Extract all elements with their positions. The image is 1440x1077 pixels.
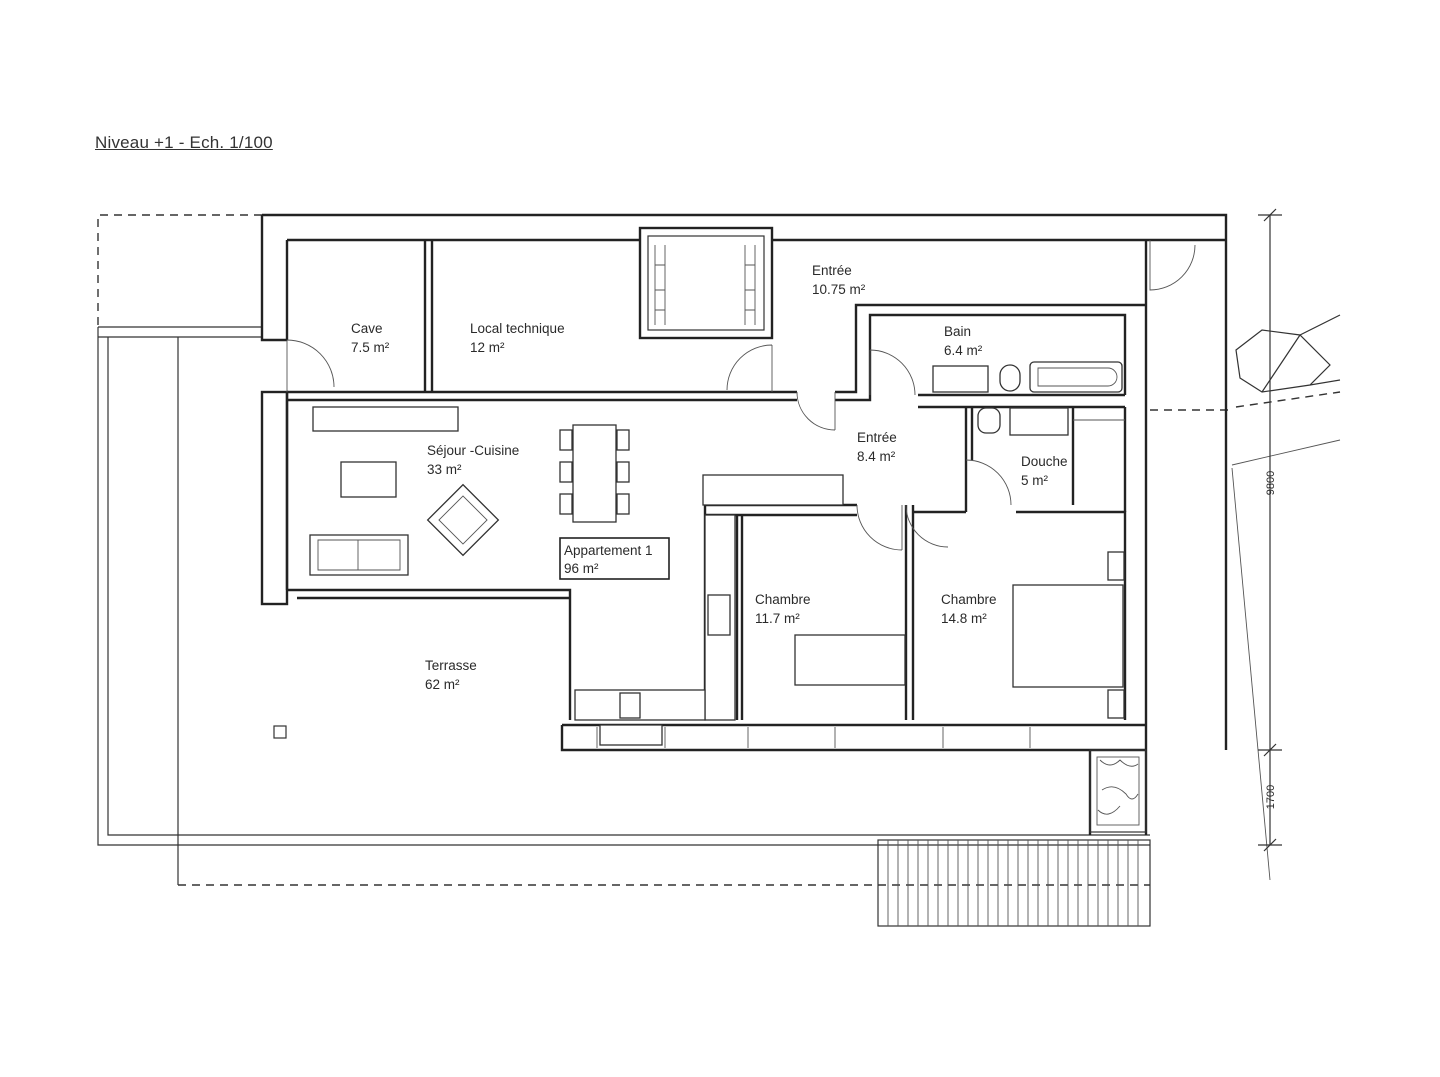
staircase [877, 839, 1151, 927]
room-name-sejour: Séjour -Cuisine [427, 443, 519, 458]
room-name-local-technique: Local technique [470, 321, 565, 336]
plan-title: Niveau +1 - Ech. 1/100 [95, 133, 273, 152]
room-area-entree-1: 10.75 m² [812, 282, 866, 297]
nightstand [1107, 551, 1125, 581]
room-name-chambre-2: Chambre [941, 592, 997, 607]
kitchen-sink [707, 594, 731, 636]
room-area-bain: 6.4 m² [944, 343, 983, 358]
sofa [309, 534, 409, 576]
coffee-table [340, 461, 397, 498]
bed-2 [1012, 584, 1124, 688]
room-area-entree-2: 8.4 m² [857, 449, 896, 464]
bathtub [1029, 361, 1123, 393]
dimension-lower: 1700 [1265, 785, 1277, 809]
room-name-chambre-1: Chambre [755, 592, 811, 607]
apartment-label-box [559, 537, 670, 580]
apartment-area: 96 m² [564, 561, 599, 576]
room-area-local-technique: 12 m² [470, 340, 505, 355]
bath-toilet [999, 364, 1021, 392]
exterior-rock [1231, 314, 1341, 881]
windows [596, 727, 1031, 748]
dashed-boundaries [97, 214, 1341, 886]
room-area-chambre-1: 11.7 m² [755, 611, 800, 626]
terrace-post [273, 725, 287, 739]
room-name-cave: Cave [351, 321, 383, 336]
armchair [426, 483, 500, 557]
technical-shaft [638, 226, 774, 340]
room-name-terrasse: Terrasse [425, 658, 477, 673]
room-area-douche: 5 m² [1021, 473, 1049, 488]
shower-sink [1009, 407, 1069, 436]
bathroom-fixtures [932, 361, 1125, 436]
room-area-sejour: 33 m² [427, 462, 462, 477]
shower-toilet [977, 407, 1001, 434]
dimension-lines: 9800 1700 [1258, 208, 1282, 852]
room-name-entree-2: Entrée [857, 430, 897, 445]
planter [1089, 749, 1147, 833]
kitchen-counter-top [702, 474, 844, 506]
room-name-bain: Bain [944, 324, 971, 339]
dining-table [572, 424, 617, 523]
nightstand [1107, 689, 1125, 719]
apartment-name: Appartement 1 [564, 543, 653, 558]
door-swings [286, 240, 1196, 551]
room-name-entree-1: Entrée [812, 263, 852, 278]
room-area-cave: 7.5 m² [351, 340, 390, 355]
bed-1 [794, 634, 906, 686]
room-area-chambre-2: 14.8 m² [941, 611, 987, 626]
room-name-douche: Douche [1021, 454, 1068, 469]
living-furniture [309, 406, 844, 746]
room-area-terrasse: 62 m² [425, 677, 460, 692]
bath-sink [932, 365, 989, 393]
room-labels: Cave 7.5 m² Local technique 12 m² Entrée… [351, 263, 1068, 692]
tv-unit [312, 406, 459, 432]
outer-walls [260, 213, 1228, 835]
dimension-main: 9800 [1265, 471, 1277, 495]
bedroom-furniture [794, 551, 1125, 719]
terrace-outline [97, 326, 1150, 885]
